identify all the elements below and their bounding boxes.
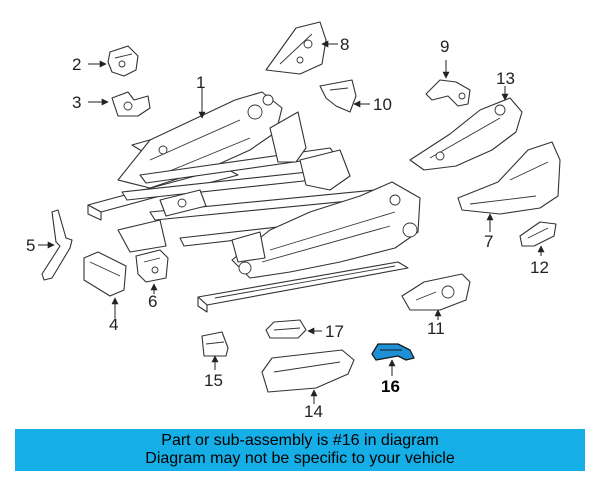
info-banner: Part or sub-assembly is #16 in diagram D…	[15, 429, 585, 471]
callout-5: 5	[26, 236, 35, 255]
callout-10: 10	[373, 95, 392, 114]
part-2-bracket[interactable]	[107, 45, 139, 77]
part-16-highlighted[interactable]	[371, 343, 415, 361]
part-11-knob-cover[interactable]	[401, 273, 471, 311]
part-4-cover[interactable]	[83, 251, 127, 297]
callout-3: 3	[72, 93, 81, 112]
part-7-side-shield[interactable]	[457, 141, 561, 215]
part-8-bracket[interactable]	[265, 21, 327, 75]
part-1-seat-frame[interactable]	[87, 91, 421, 313]
callout-13: 13	[496, 69, 515, 88]
part-3-bracket[interactable]	[111, 91, 151, 117]
callout-8: 8	[340, 35, 349, 54]
callout-12: 12	[530, 258, 549, 277]
callout-1: 1	[196, 73, 205, 92]
part-15-cover[interactable]	[201, 331, 229, 357]
callout-4: 4	[109, 315, 118, 334]
banner-line-2: Diagram may not be specific to your vehi…	[145, 450, 455, 467]
callout-9: 9	[440, 37, 449, 56]
part-12-handle[interactable]	[519, 221, 557, 247]
callout-11: 11	[427, 319, 445, 338]
part-14-outer-shield[interactable]	[261, 349, 355, 393]
callout-2: 2	[72, 55, 81, 74]
callout-14: 14	[304, 402, 323, 421]
part-17-clip[interactable]	[265, 319, 307, 339]
callout-16: 16	[381, 377, 400, 396]
callout-7: 7	[484, 232, 493, 251]
callout-17: 17	[325, 322, 344, 341]
part-6-clip[interactable]	[135, 249, 169, 283]
part-10-bracket[interactable]	[319, 79, 357, 113]
part-9-link[interactable]	[425, 79, 471, 107]
part-13-recliner[interactable]	[409, 97, 523, 171]
banner-line-1: Part or sub-assembly is #16 in diagram	[161, 432, 439, 449]
callout-6: 6	[148, 292, 157, 311]
callout-15: 15	[204, 371, 223, 390]
part-5-rod[interactable]	[41, 209, 73, 281]
